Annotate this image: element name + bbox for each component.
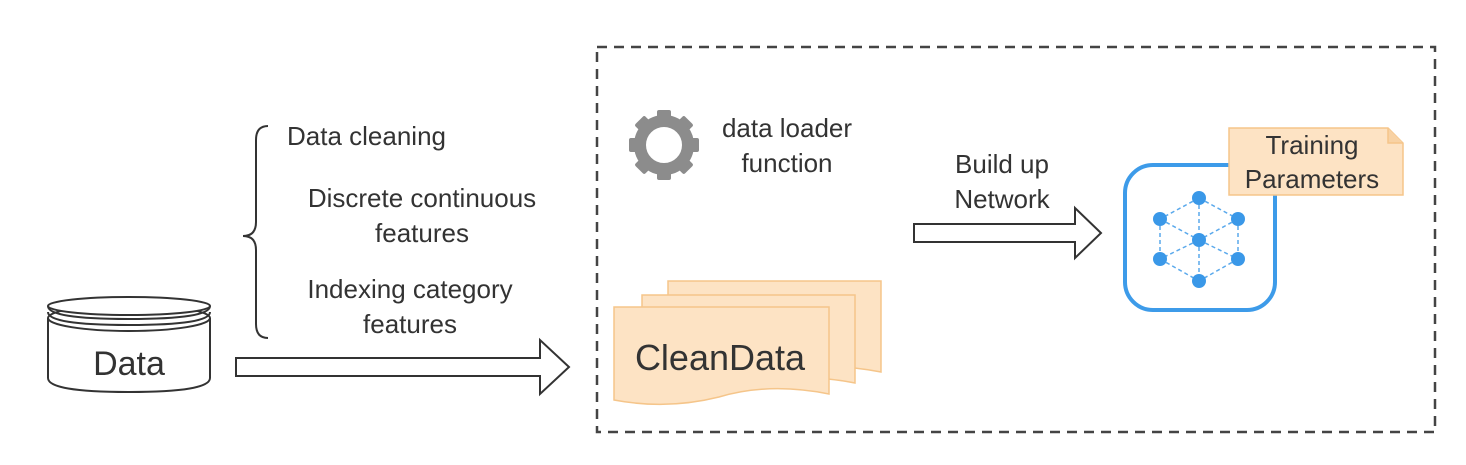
step-indexing-line1: Indexing category xyxy=(307,274,512,304)
build-arrow-label-line1: Build up xyxy=(955,149,1049,179)
loader-container xyxy=(595,45,1437,434)
step-data-cleaning: Data cleaning xyxy=(287,121,446,151)
step-discrete-line2: features xyxy=(375,218,469,248)
network-icon xyxy=(1123,163,1277,312)
preprocessing-steps: Data cleaning Discrete continuous featur… xyxy=(287,121,536,339)
data-store-label: Data xyxy=(93,345,165,383)
step-discrete-line1: Discrete continuous xyxy=(308,183,536,213)
loader-label-line2: function xyxy=(741,148,832,178)
loader-label-line1: data loader xyxy=(722,113,852,143)
step-indexing-line2: features xyxy=(363,309,457,339)
arrow-to-network xyxy=(913,205,1103,261)
data-store: Data xyxy=(47,296,211,394)
training-parameters-line1: Training xyxy=(1266,130,1359,160)
clean-data-documents: CleanData xyxy=(613,280,882,406)
training-parameters-note: Training Parameters xyxy=(1228,127,1404,196)
steps-brace xyxy=(242,125,269,339)
arrow-to-loader xyxy=(235,337,571,397)
clean-data-label: CleanData xyxy=(635,337,806,378)
gear-icon xyxy=(629,110,699,180)
build-arrow-label-line2: Network xyxy=(954,184,1050,214)
training-parameters-line2: Parameters xyxy=(1245,164,1379,194)
